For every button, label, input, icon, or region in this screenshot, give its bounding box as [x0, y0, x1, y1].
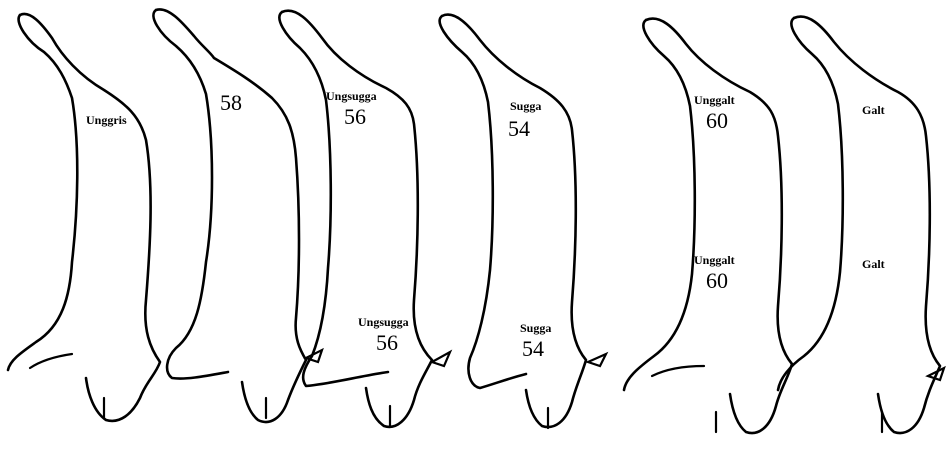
stamp-number-5b: 60 — [706, 270, 728, 292]
stamp-label-3a: Ungsugga — [326, 90, 377, 102]
stamp-number-3b: 56 — [376, 332, 398, 354]
stamp-number-2a: 58 — [220, 92, 242, 114]
stamp-label-4a: Sugga — [510, 100, 541, 112]
stamp-number-3a: 56 — [344, 106, 366, 128]
carcass-outline-5 — [624, 19, 792, 433]
stamp-label-5a: Unggalt — [694, 94, 735, 106]
stamp-label-4b: Sugga — [520, 322, 551, 334]
carcass-outline-4 — [440, 15, 606, 428]
carcass-outline-1 — [8, 14, 160, 421]
carcass-outline-6 — [778, 17, 944, 433]
stamp-label-1a: Unggris — [86, 114, 127, 126]
stamp-number-4b: 54 — [522, 338, 544, 360]
stamp-label-5b: Unggalt — [694, 254, 735, 266]
carcass-outline-2 — [153, 9, 322, 422]
stamp-number-4a: 54 — [508, 118, 530, 140]
stamp-label-6b: Galt — [862, 258, 885, 270]
stamp-number-5a: 60 — [706, 110, 728, 132]
stamp-label-3b: Ungsugga — [358, 316, 409, 328]
stamp-label-6a: Galt — [862, 104, 885, 116]
